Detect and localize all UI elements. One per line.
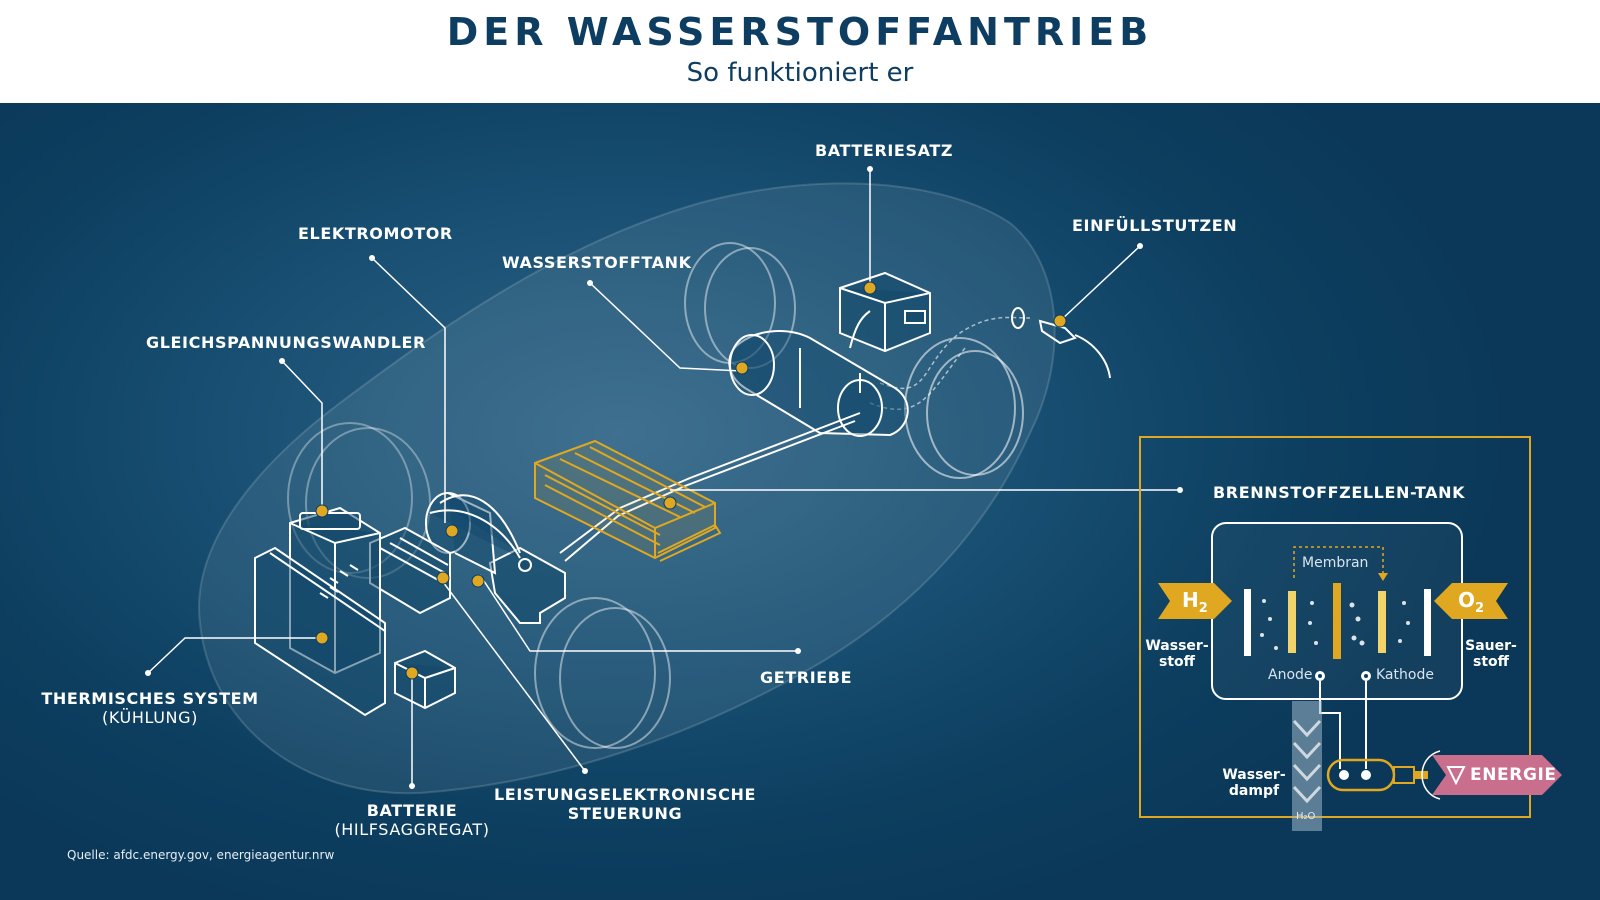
thermal-system: [254, 546, 386, 717]
aux-battery: [394, 649, 456, 710]
label-leistungselektronische-1: LEISTUNGSELEKTRONISCHE: [494, 785, 756, 804]
o2-arrow: [1434, 583, 1508, 619]
label-batterie-sub: (HILFSAGGREGAT): [334, 820, 490, 839]
label-thermisches-system: THERMISCHES SYSTEM (KÜHLUNG): [40, 689, 260, 727]
battery-pack: [839, 271, 931, 353]
membrane-layer: [1333, 583, 1341, 659]
sauerstoff-label: Sauer-stoff: [1465, 638, 1517, 670]
label-batterie-title: BATTERIE: [366, 801, 458, 820]
label-getriebe: GETRIEBE: [760, 668, 853, 687]
vehicle-diagram: [145, 166, 1562, 831]
label-thermisches-system-sub: (KÜHLUNG): [102, 708, 198, 727]
label-einfuellstutzen: EINFÜLLSTUTZEN: [1072, 216, 1238, 235]
diagram-panel: BATTERIESATZ EINFÜLLSTUTZEN ELEKTROMOTOR…: [0, 103, 1600, 900]
component-markers: [315, 281, 1067, 680]
particles: [1260, 599, 1410, 650]
h2-arrow: [1158, 583, 1232, 619]
leader-lines: [147, 169, 1180, 786]
hydrogen-tank: [728, 330, 909, 437]
energy-arrow: [1432, 755, 1562, 795]
water-vapour-column: [1292, 701, 1322, 831]
power-electronics: [369, 526, 451, 615]
anode-plate: [1244, 589, 1251, 656]
leader-endpoints: [145, 166, 1183, 789]
anode-label: Anode: [1268, 667, 1313, 683]
page-subtitle: So funktioniert er: [686, 58, 914, 88]
gearbox: [488, 546, 566, 624]
page-title: DER WASSERSTOFFANTRIEB: [446, 10, 1154, 54]
label-batteriesatz: BATTERIESATZ: [815, 141, 954, 160]
energie-label: ENERGIE: [1470, 765, 1557, 785]
label-brennstoffzellen-tank: BRENNSTOFFZELLEN-TANK: [1213, 483, 1466, 502]
kathode-label: Kathode: [1376, 667, 1434, 683]
wheel-front-right: [534, 597, 671, 749]
label-thermisches-system-title: THERMISCHES SYSTEM: [41, 689, 259, 708]
label-gleichspannungswandler: GLEICHSPANNUNGSWANDLER: [146, 333, 426, 352]
anode-layer: [1288, 591, 1296, 653]
h2-label: H2: [1182, 588, 1208, 616]
circuit-wire-anode: [1319, 681, 1341, 769]
wasserdampf-label: Wasser-dampf: [1222, 767, 1286, 799]
source-note: Quelle: afdc.energy.gov, energieagentur.…: [67, 848, 335, 862]
label-leistungselektronische-steuerung: LEISTUNGSELEKTRONISCHE STEUERUNG: [485, 785, 765, 823]
cathode-plate: [1424, 589, 1431, 656]
fuel-line: [879, 316, 1031, 389]
h2o-label: H₂O: [1296, 811, 1316, 822]
energy-symbol: [1446, 766, 1466, 786]
electric-motor: [425, 492, 521, 575]
label-batterie: BATTERIE (HILFSAGGREGAT): [327, 801, 497, 839]
hydrogen-pipe-2: [564, 420, 856, 562]
o2-label: O2: [1458, 588, 1485, 616]
label-wasserstofftank: WASSERSTOFFTANK: [502, 253, 692, 272]
label-elektromotor: ELEKTROMOTOR: [298, 224, 453, 243]
fuel-cell-stack: [534, 439, 722, 562]
wasserstoff-label: Wasser-stoff: [1145, 638, 1209, 670]
membran-label: Membran: [1302, 555, 1369, 571]
battery-cable: [849, 310, 871, 349]
label-leistungselektronische-2: STEUERUNG: [567, 804, 683, 823]
header: DER WASSERSTOFFANTRIEB So funktioniert e…: [0, 0, 1600, 103]
fuel-cell-frame: [1139, 436, 1531, 818]
cathode-layer: [1378, 591, 1386, 653]
fuel-line-2: [869, 347, 966, 410]
